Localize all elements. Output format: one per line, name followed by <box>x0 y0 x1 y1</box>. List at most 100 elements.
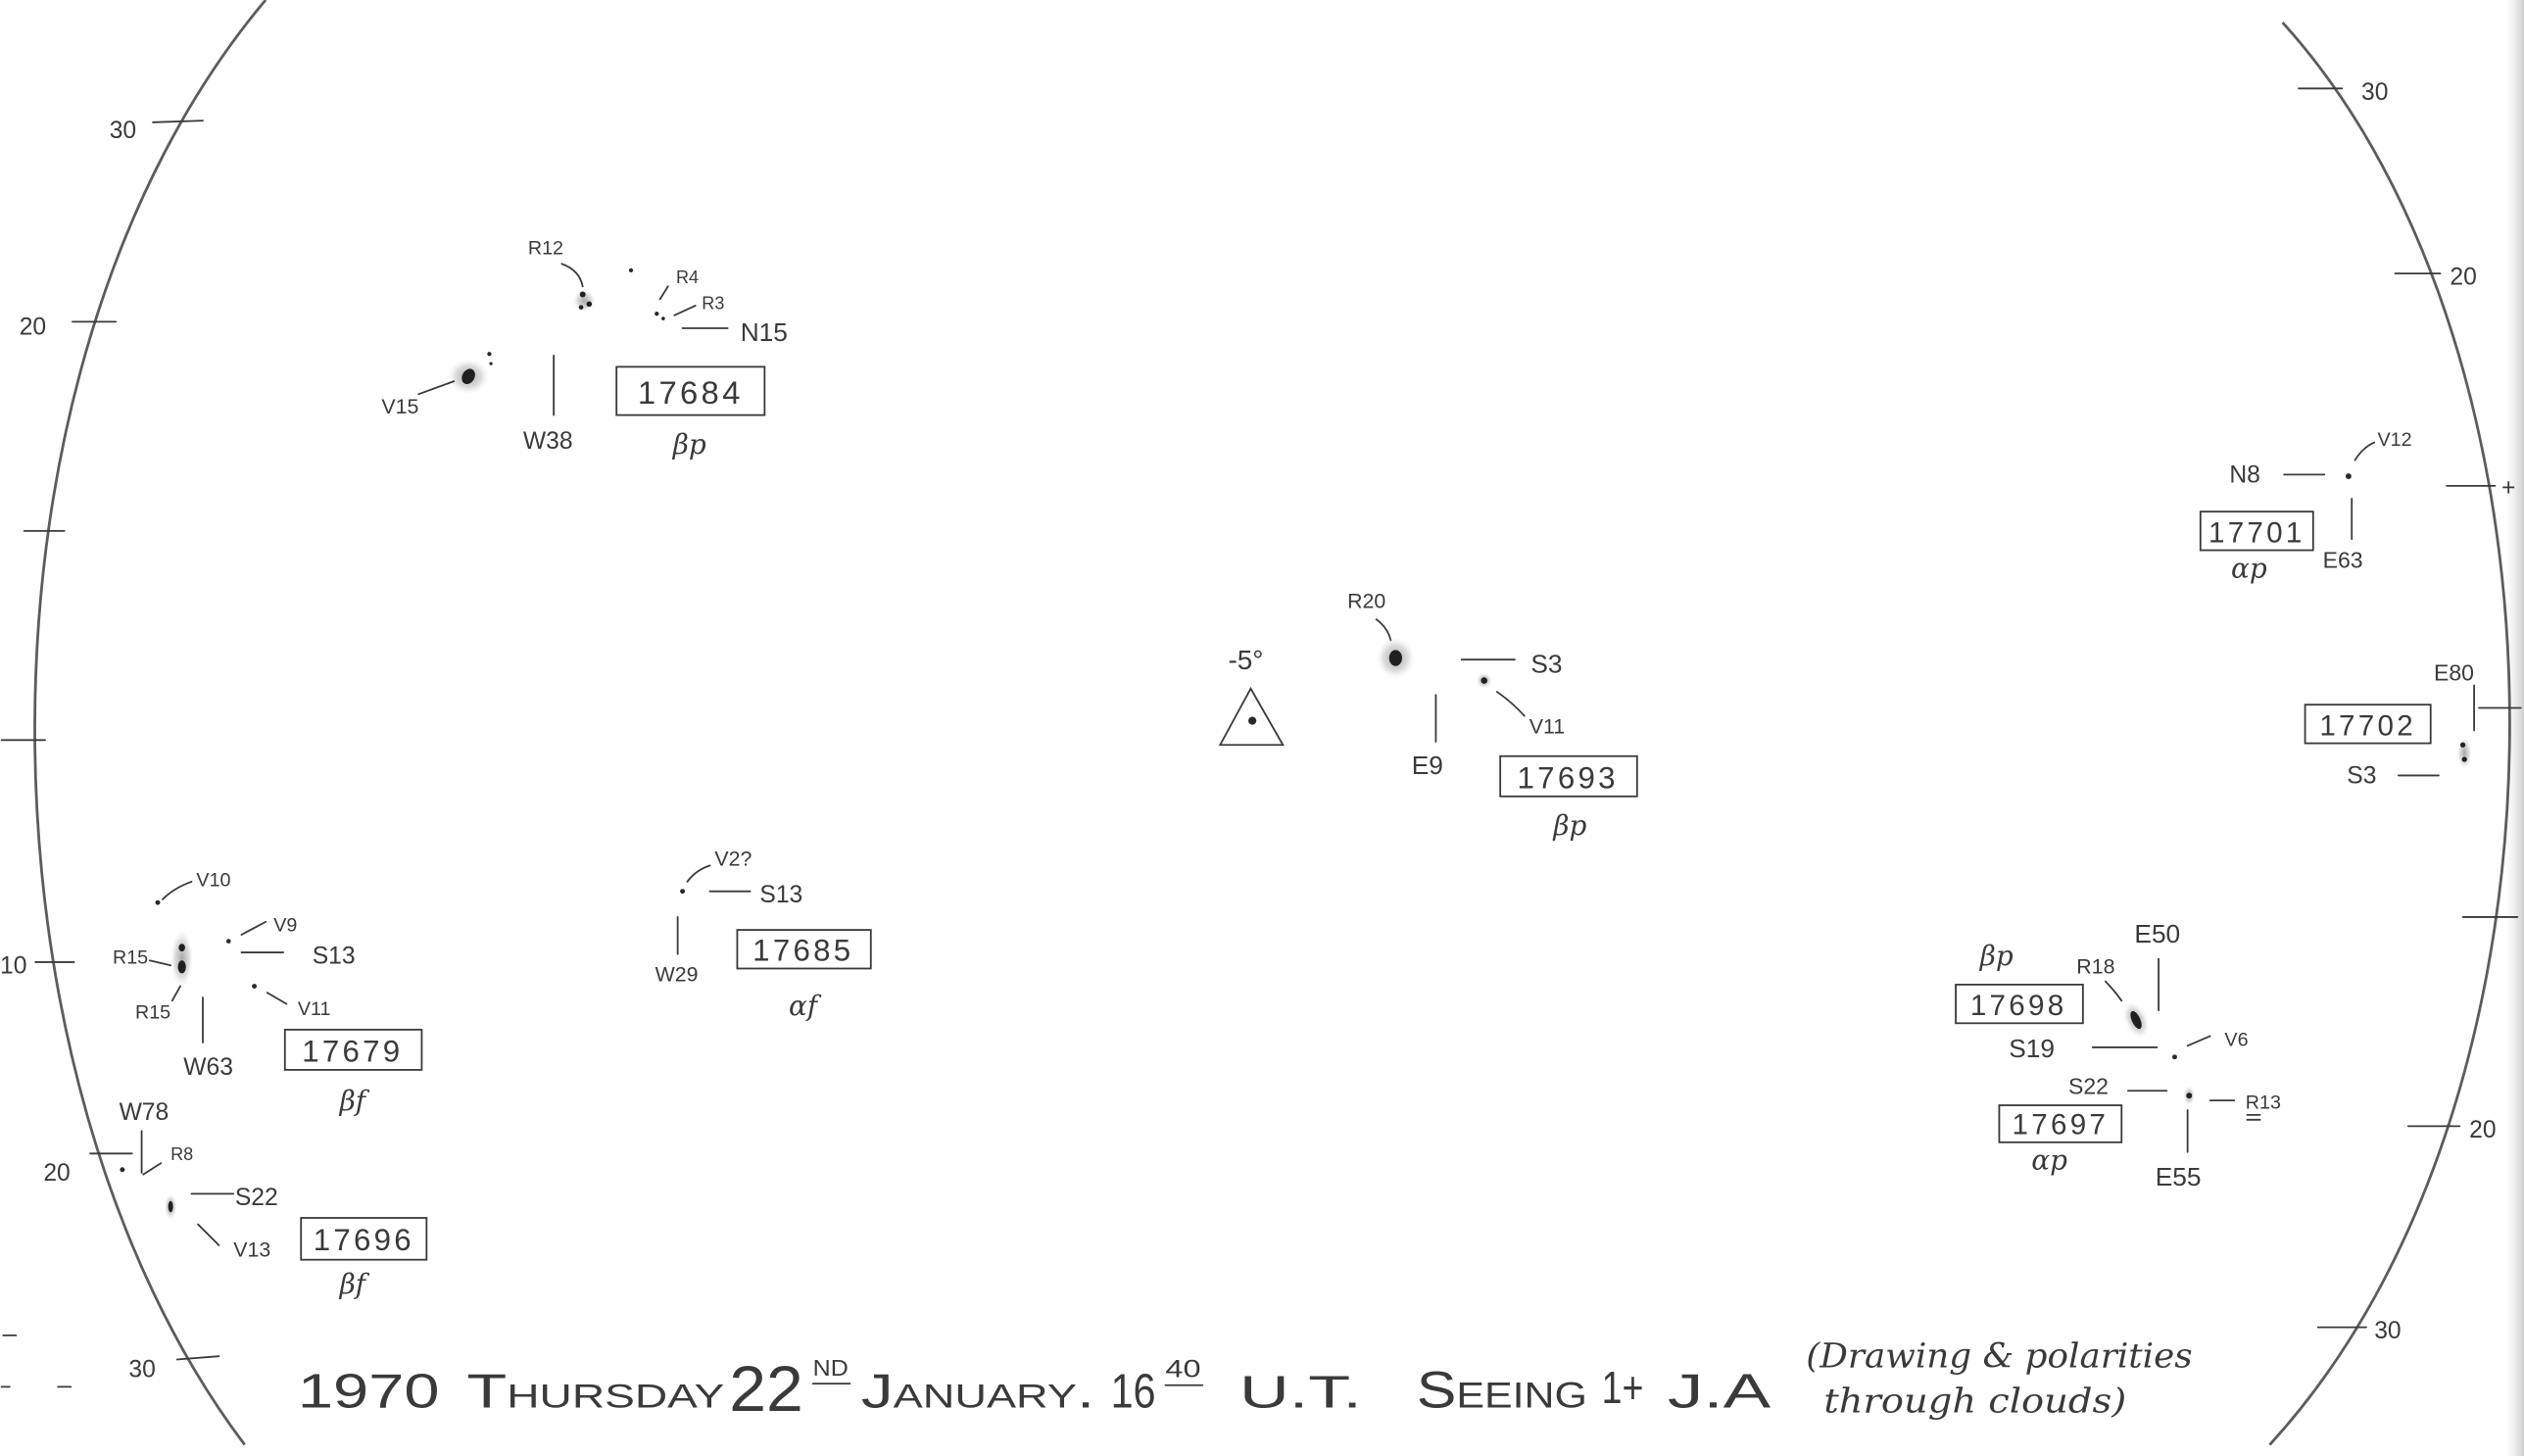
group-number: 17696 <box>314 1223 414 1257</box>
scale-label: + <box>2501 475 2515 502</box>
sunspot-umbra <box>578 305 584 310</box>
reference-label: -5° <box>1229 645 1264 675</box>
scale-tick <box>175 1355 220 1361</box>
caption-note-line1: (Drawing & polarities <box>1806 1337 2192 1377</box>
spot-label: R12 <box>528 237 563 259</box>
sunspot-pore <box>2172 1054 2177 1060</box>
triangle-marker <box>1218 686 1285 747</box>
group-number: 17693 <box>1518 761 1619 796</box>
group-number-box <box>300 1217 428 1261</box>
sunspot-pore <box>489 362 493 365</box>
latitude-label: S19 <box>2009 1034 2055 1063</box>
latitude-label: S22 <box>235 1185 278 1211</box>
marker-dot <box>1248 716 1257 725</box>
sunspot-pore <box>155 899 161 905</box>
group-number: 17679 <box>302 1035 403 1069</box>
spot-label: V12 <box>2378 429 2412 451</box>
latitude-label: N15 <box>741 317 788 347</box>
spot-label: V11 <box>298 998 331 1020</box>
longitude-label: W78 <box>120 1099 170 1126</box>
longitude-label: W63 <box>183 1054 233 1081</box>
spot-label: V9 <box>273 915 297 937</box>
leader-line <box>673 305 697 316</box>
longitude-label: E55 <box>2156 1162 2202 1191</box>
latitude-scale-left: 30 20 10 20 30 <box>0 118 220 1388</box>
magnetic-class: αp <box>2031 1144 2067 1177</box>
sunspot-group-bottom-left: W78 R8 S22 V13 17696 βf <box>120 1099 428 1300</box>
sunspot-umbra <box>1388 650 1402 666</box>
sunspot-penumbra <box>170 930 194 989</box>
sunspot-umbra <box>461 368 475 384</box>
sunspot-pore <box>252 984 258 990</box>
leader-line <box>417 380 456 396</box>
scale-label: 20 <box>2469 1117 2496 1143</box>
sunspot-group-middle-left: V2? S13 W29 17685 αf <box>655 847 872 1022</box>
limb-arc-left <box>33 0 267 1446</box>
caption-day-suffix: ND <box>813 1355 849 1381</box>
group-number-box <box>283 1028 423 1071</box>
group-number: 17698 <box>1970 990 2067 1022</box>
sunspot-pore <box>2345 473 2352 479</box>
sunspot-umbra <box>2459 742 2466 748</box>
group-number-box <box>736 929 872 970</box>
sunspot-group-center: R20 S3 V11 E9 17693 βp <box>1347 590 1638 842</box>
leader-line <box>266 992 288 1005</box>
group-number: 17697 <box>2013 1109 2110 1141</box>
sunspot-pore <box>661 316 665 320</box>
group-number-box <box>1998 1104 2123 1143</box>
caption-time-scale: U.T. <box>1239 1367 1362 1418</box>
group-number: 17685 <box>752 933 853 967</box>
latitude-label: S3 <box>1530 649 1562 678</box>
spot-label: R4 <box>676 267 699 287</box>
magnetic-class: βf <box>339 1085 370 1117</box>
spot-label: R8 <box>170 1144 193 1164</box>
group-number-box <box>615 365 766 416</box>
spot-label: V2? <box>714 847 752 870</box>
reference-marker: -5° <box>1218 645 1285 747</box>
caption-seeing-label: Seeing <box>1417 1362 1587 1420</box>
longitude-label: W38 <box>523 428 573 455</box>
magnetic-class: αp <box>2231 552 2267 584</box>
sunspot-pore <box>628 267 634 272</box>
leader-line <box>240 920 267 936</box>
spot-label: V13 <box>233 1238 270 1261</box>
paper-edge-shadow <box>2504 0 2524 1456</box>
sunspot-group-upper-left: R12 R4 R3 N15 V15 W38 17684 βp <box>381 237 788 461</box>
caption-observer: J.A <box>1668 1365 1771 1419</box>
sunspot-pore <box>680 889 686 895</box>
leader-line <box>2186 1035 2211 1047</box>
caption-hour: 16 <box>1111 1365 1156 1419</box>
spot-label: V6 <box>2224 1029 2248 1050</box>
sunspot-umbra <box>586 301 593 308</box>
spot-label: V10 <box>196 870 230 892</box>
sunspot-pore <box>487 352 492 357</box>
sunspot-penumbra <box>2456 737 2472 769</box>
longitude-label: E9 <box>1412 751 1443 780</box>
spot-label: R18 <box>2076 954 2114 978</box>
spot-label: V15 <box>381 395 418 418</box>
longitude-label: W29 <box>655 963 699 987</box>
leader-line <box>148 959 172 967</box>
leader-line <box>142 1162 163 1176</box>
scale-label: 20 <box>43 1160 70 1187</box>
limb-arc-right <box>2268 22 2511 1446</box>
caption-note-line2: through clouds) <box>1823 1383 2126 1422</box>
leader-line <box>658 285 669 301</box>
scale-label: 20 <box>20 315 46 341</box>
spot-label: R20 <box>1347 590 1385 613</box>
latitude-label: S3 <box>2347 763 2376 790</box>
sunspot-group-lower-left: V10 R15 V9 S13 R15 V11 W63 17679 βf <box>113 870 423 1117</box>
spot-label: R3 <box>702 293 724 313</box>
scale-label: 30 <box>110 118 136 144</box>
sunspot-umbra <box>1480 677 1487 684</box>
magnetic-class: βp <box>672 428 706 461</box>
solar-limb <box>33 0 2511 1446</box>
sunspot-umbra <box>168 1200 173 1213</box>
leader-line <box>560 263 584 288</box>
sunspot-group-right-limb: E80 17702 S3 <box>2304 660 2475 790</box>
leader-line <box>686 864 711 883</box>
sunspot-umbra <box>2461 756 2467 762</box>
group-number-box <box>1955 983 2084 1025</box>
sunspot-group-upper-right: N8 V12 17701 E63 αp <box>2199 429 2412 584</box>
latitude-scale-right: 30 20 + 20 30 <box>2298 79 2522 1344</box>
